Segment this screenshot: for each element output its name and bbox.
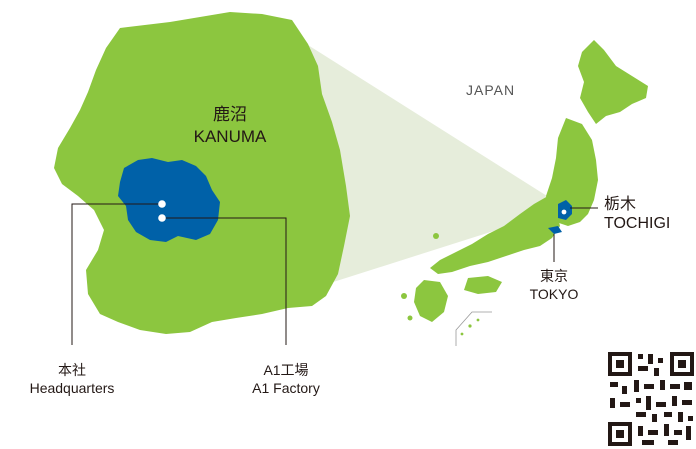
headquarters-label-jp: 本社: [58, 362, 86, 378]
japan-label: JAPAN: [466, 82, 516, 98]
a1-factory-label-en: A1 Factory: [252, 380, 320, 396]
headquarters-leader: [71, 203, 162, 345]
tokyo-label-jp: 東京: [540, 268, 568, 284]
okinawa-inset-frame: [455, 311, 492, 346]
island: [407, 315, 413, 321]
a1-factory-leader: [162, 217, 287, 345]
headquarters-label-en: Headquarters: [29, 380, 115, 396]
island: [401, 293, 407, 299]
hokkaido: [578, 40, 648, 124]
headquarters-district: [118, 158, 220, 242]
tochigi-marker: [561, 209, 567, 215]
japan-map: [401, 40, 648, 322]
tokyo-label-en: TOKYO: [529, 286, 579, 302]
headquarters-marker: [158, 200, 166, 208]
a1-factory-marker: [158, 214, 166, 222]
honshu-west: [430, 196, 560, 274]
kanuma-label-jp: 鹿沼: [213, 105, 247, 124]
qr-code-icon: [606, 350, 696, 449]
tochigi-label-jp: 栃木: [604, 196, 637, 213]
kanuma-label-en: KANUMA: [193, 127, 267, 146]
shikoku: [464, 276, 502, 294]
leader-lines: [71, 203, 598, 345]
kyushu: [414, 280, 448, 322]
a1-factory-label-jp: A1工場: [263, 362, 309, 378]
island: [433, 233, 439, 239]
tochigi-label-en: TOCHIGI: [604, 215, 671, 232]
okinawa-islands: [460, 318, 480, 336]
honshu-north: [546, 118, 598, 226]
tokyo-marker: [548, 226, 562, 234]
